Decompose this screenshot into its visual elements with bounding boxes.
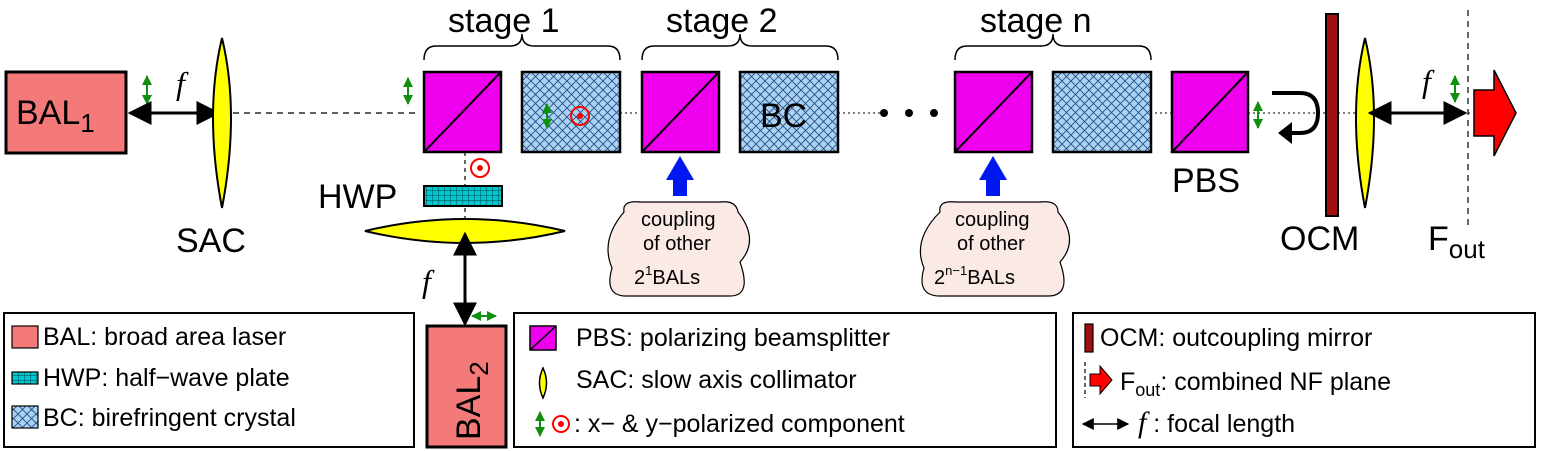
ocm-label: OCM [1280,220,1359,258]
bc-crystal-stage1 [520,70,622,154]
coupling-arrow-stage-n [979,156,1007,196]
svg-text:of other: of other [957,233,1025,255]
bal1: BAL1 [4,70,128,155]
legend-box-2: PBS: polarizing beamsplitter SAC: slow a… [513,312,1057,448]
beam-paths [222,10,1470,230]
feedback-arrowhead [1278,122,1292,144]
bc-crystal-stage2: BC [738,70,840,154]
ellipsis-dots [880,109,938,117]
legend-pbs-text: PBS: polarizing beamsplitter [576,324,890,352]
stage-2-label: stage 2 [666,2,778,40]
svg-text:coupling: coupling [641,209,716,231]
coupling-cloud-stage-n: coupling of other 2n−1BALs [919,201,1071,297]
hwp-polarization-marker [470,158,490,178]
legend-fout-swatch [1089,364,1113,396]
svg-text:BAL2: BAL2 [450,361,494,440]
legend-y-polarized-icon [552,415,570,433]
legend-sac-text: SAC: slow axis collimator [576,366,857,394]
legend-ocm-text: OCM: outcoupling mirror [1100,324,1372,352]
pbs-cube-stage-n [953,70,1034,154]
svg-text:21BALs: 21BALs [634,263,700,289]
svg-text:of other: of other [643,233,711,255]
legend-polarization-text: : x− & y−polarized component [574,410,905,438]
pbs-cube-final [1170,70,1250,154]
legend-bal-text: BAL: broad area laser [43,323,286,351]
legend-fout-text: Fout: combined NF plane [1120,368,1391,400]
stage-n-label: stage n [980,2,1092,40]
pbs-label: PBS [1172,162,1240,200]
feedback-arrow-icon [1272,91,1321,135]
svg-text:coupling: coupling [955,209,1030,231]
output-lens [1355,37,1375,209]
focal-length-label: f [176,65,189,101]
stage-braces [423,33,1152,61]
sac-lens [212,37,232,209]
pbs-cube-stage2 [640,70,721,154]
legend-sac-swatch [538,366,548,400]
hwp-plate [423,185,503,207]
legend-hwp-swatch [11,371,39,385]
focal-length-label-2: f [422,263,435,299]
legend-box-3: OCM: outcoupling mirror Fout: combined N… [1072,312,1536,448]
legend-focal-text: f : focal length [1138,406,1295,439]
focal-length-label-3: f [1422,63,1435,99]
legend-laser-swatch [11,325,39,349]
hwp-label: HWP [318,178,397,216]
legend-ocm-swatch [1084,323,1094,353]
bal2: BAL2 [425,324,508,449]
fout-label: Fout [1428,220,1486,264]
svg-text:2n−1BALs: 2n−1BALs [934,263,1015,289]
legend-bc-text: BC: birefringent crystal [43,404,296,432]
ocm-mirror [1325,13,1339,217]
bc-crystal-stage-n [1051,70,1153,154]
stage-1-label: stage 1 [448,2,560,40]
svg-text:BAL1: BAL1 [16,94,95,138]
sac-label: SAC [176,222,246,260]
legend-bc-swatch [11,405,39,429]
sac-lens-2 [364,218,566,244]
coupling-arrow-stage2 [666,156,694,196]
legend-hwp-text: HWP: half−wave plate [43,364,290,392]
svg-text:BC: BC [760,97,807,135]
pbs-cube-stage1 [422,70,503,154]
coupling-cloud-stage2: coupling of other 21BALs [607,201,751,297]
output-arrow-icon [1473,69,1517,157]
legend-box-1: BAL: broad area laser HWP: half−wave pla… [3,312,415,448]
